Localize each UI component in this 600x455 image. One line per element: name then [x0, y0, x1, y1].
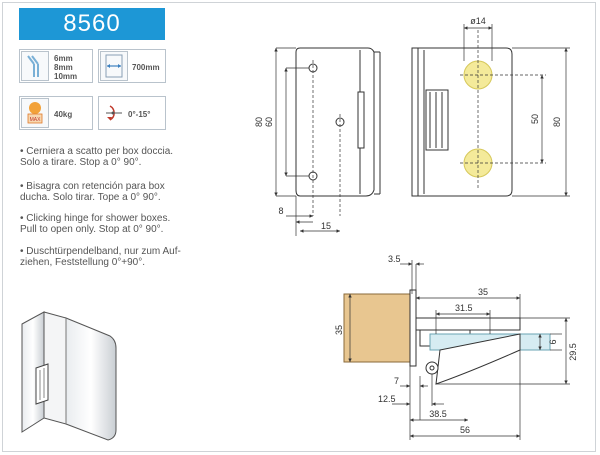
page-frame	[2, 2, 596, 452]
side-view	[411, 24, 570, 197]
max-weight-value: 40kg	[54, 110, 73, 119]
front-view	[274, 47, 381, 236]
description-english: • Clicking hinge for shower boxes. Pull …	[20, 213, 171, 235]
dim-side-outer: 80	[552, 117, 562, 127]
dim-front-width-b: 15	[321, 221, 331, 231]
max-width-value: 700mm	[132, 63, 160, 72]
thickness-10: 10mm	[54, 72, 78, 81]
dim-section-g: 7	[394, 376, 399, 386]
dim-section-e: 6	[548, 339, 558, 344]
dim-section-i: 38.5	[429, 409, 447, 419]
dim-front-height-outer: 80	[254, 117, 264, 127]
dim-section-d: 31.5	[455, 303, 473, 313]
dim-section-j: 56	[460, 425, 470, 435]
dim-section-b: 35	[334, 325, 344, 335]
section-view	[343, 260, 570, 440]
dim-hole-diameter: ø14	[470, 16, 486, 26]
dim-section-h: 12.5	[378, 394, 396, 404]
dim-section-a: 3.5	[388, 254, 401, 264]
dim-front-height-inner: 60	[264, 117, 274, 127]
dim-side-inner: 50	[530, 114, 540, 124]
spec-adjust-angle: 0°-15°	[98, 96, 166, 130]
spec-max-weight: MAX 40kg	[19, 96, 93, 130]
dim-section-c: 35	[478, 287, 488, 297]
spec-glass-thickness: 6mm 8mm 10mm	[19, 49, 93, 83]
hinge-product-photo	[21, 311, 117, 441]
angle-icon	[100, 98, 128, 128]
weight-icon: MAX	[21, 98, 49, 128]
angle-value: 0°-15°	[128, 110, 151, 119]
thickness-8: 8mm	[54, 63, 73, 72]
model-number: 8560	[19, 8, 165, 40]
glass-thickness-icon	[21, 51, 49, 81]
dim-front-width-a: 8	[278, 206, 283, 216]
thickness-6: 6mm	[54, 54, 73, 63]
description-italian: • Cerniera a scatto per box doccia. Solo…	[20, 146, 174, 168]
door-width-icon	[100, 51, 128, 81]
description-spanish: • Bisagra con retención para box ducha. …	[20, 181, 165, 203]
max-label: MAX	[30, 117, 42, 123]
spec-max-width: 700mm	[98, 49, 166, 83]
dim-section-f: 29.5	[568, 343, 578, 361]
description-german: • Duschtürpendelband, nur zum Auf- ziehe…	[20, 246, 181, 268]
